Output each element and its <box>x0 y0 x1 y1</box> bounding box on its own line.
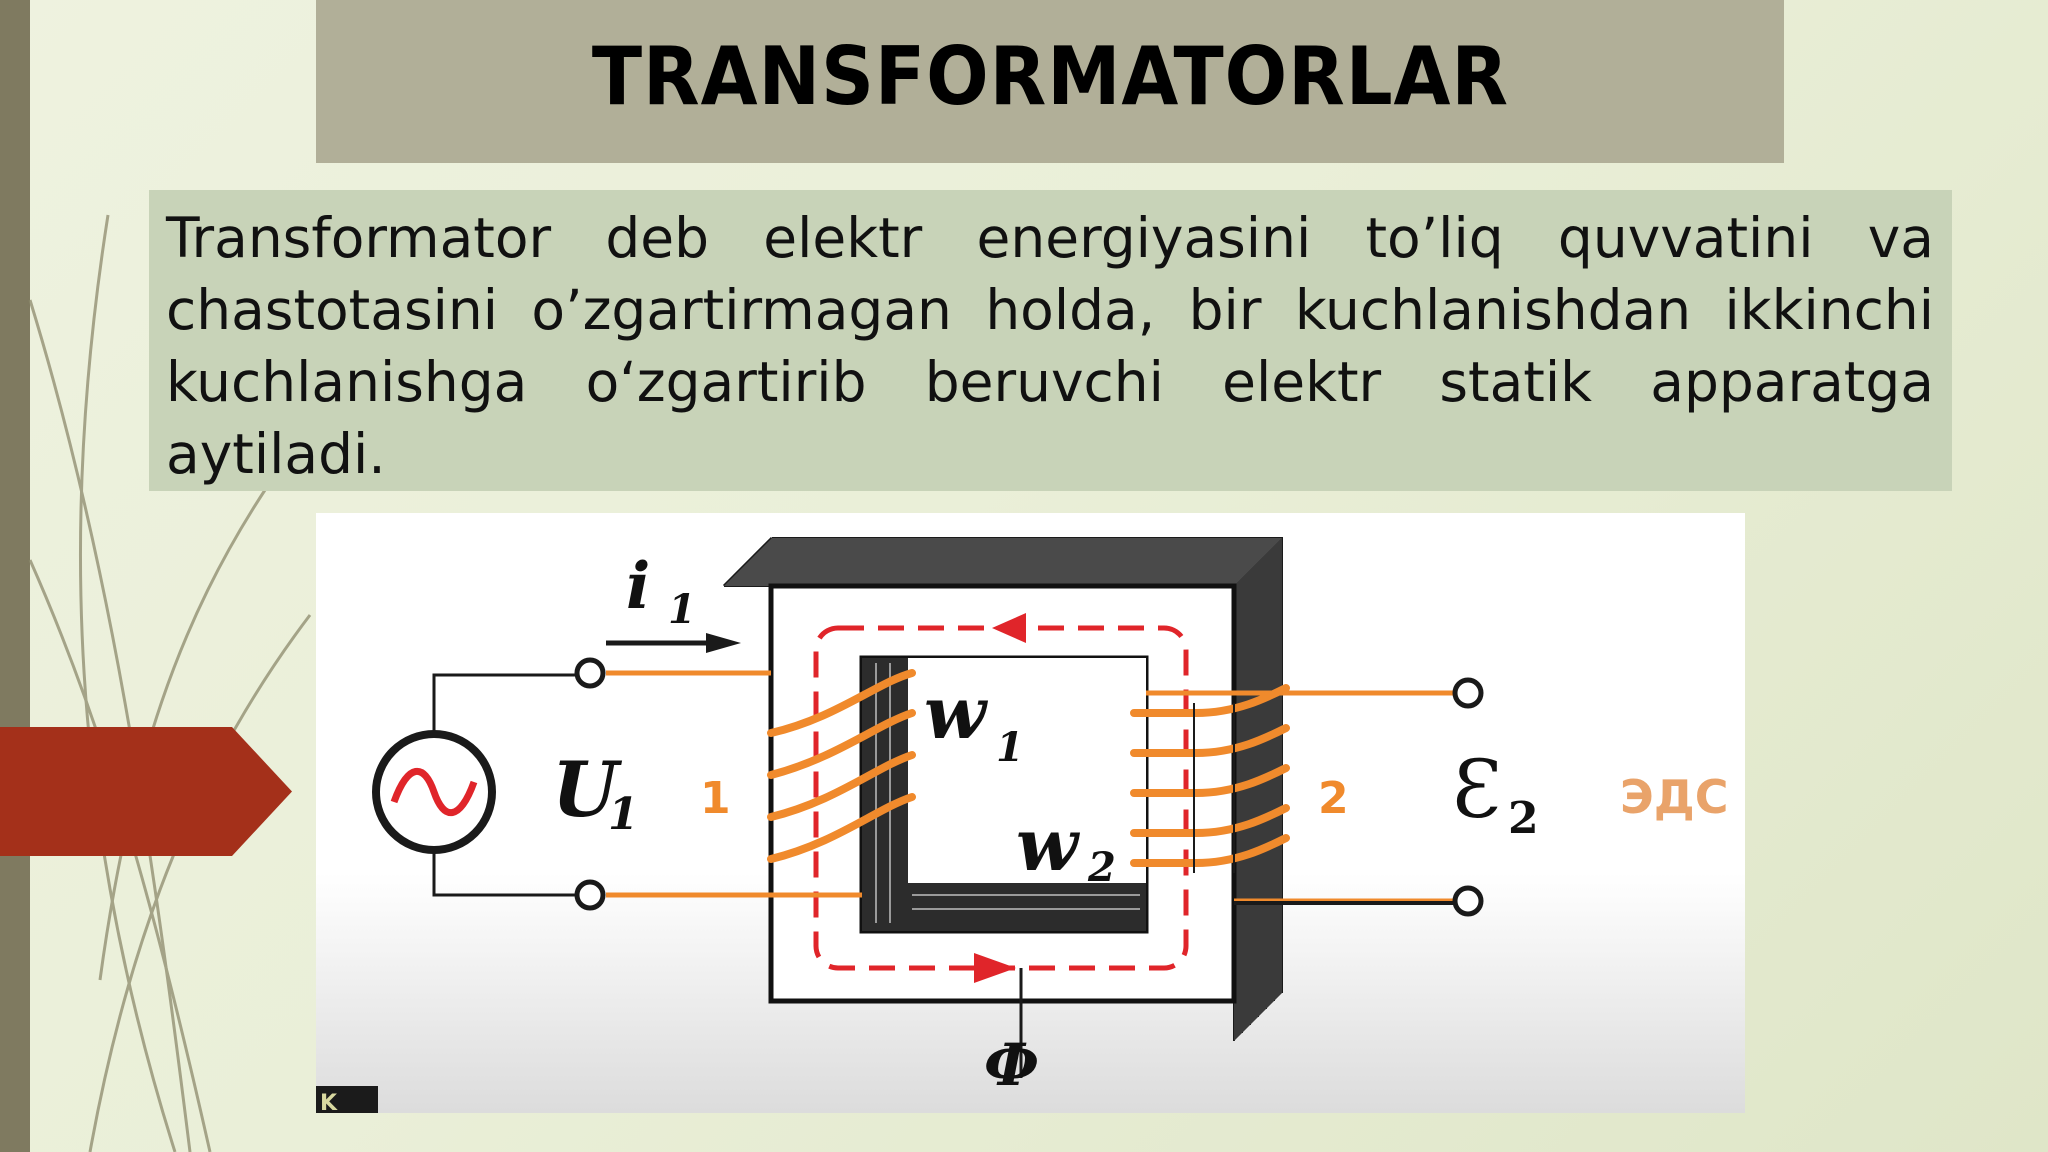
secondary-coil <box>1130 684 1290 867</box>
side2-label: 2 <box>1318 773 1349 824</box>
definition-box: Transformator deb elektr energiyasini to… <box>149 190 1952 491</box>
flux-label: Ф <box>984 1031 1039 1099</box>
ac-source-icon <box>372 730 496 854</box>
winding2-label: w <box>1016 802 1081 887</box>
flux-loop <box>813 613 1189 983</box>
current-label-sub: 1 <box>668 586 696 633</box>
emf-symbol-sub: 2 <box>1508 793 1539 844</box>
corner-mark: K <box>320 1091 338 1113</box>
side1-label: 1 <box>700 773 731 824</box>
arrow-tab <box>0 727 292 856</box>
voltage-label: U <box>552 745 623 834</box>
transformer-diagram: i 1 U 1 w 1 w 2 Ф 1 2 ЭДС Ɛ 2 K <box>316 513 1745 1113</box>
current-arrow <box>606 633 741 653</box>
voltage-label-sub: 1 <box>608 789 639 840</box>
primary-coil <box>767 669 916 863</box>
current-label: i <box>626 549 650 624</box>
terminal <box>574 657 1484 917</box>
emf-symbol: Ɛ <box>1452 743 1502 836</box>
left-accent-bar <box>0 0 30 1152</box>
winding1-label-sub: 1 <box>996 724 1024 771</box>
winding1-label: w <box>924 670 989 755</box>
slide-title: TRANSFORMATORLAR <box>591 30 1509 123</box>
definition-text: Transformator deb elektr energiyasini to… <box>166 206 1934 486</box>
title-banner: TRANSFORMATORLAR <box>316 0 1784 163</box>
winding2-label-sub: 2 <box>1087 844 1116 891</box>
emf-text-label: ЭДС <box>1620 770 1729 824</box>
